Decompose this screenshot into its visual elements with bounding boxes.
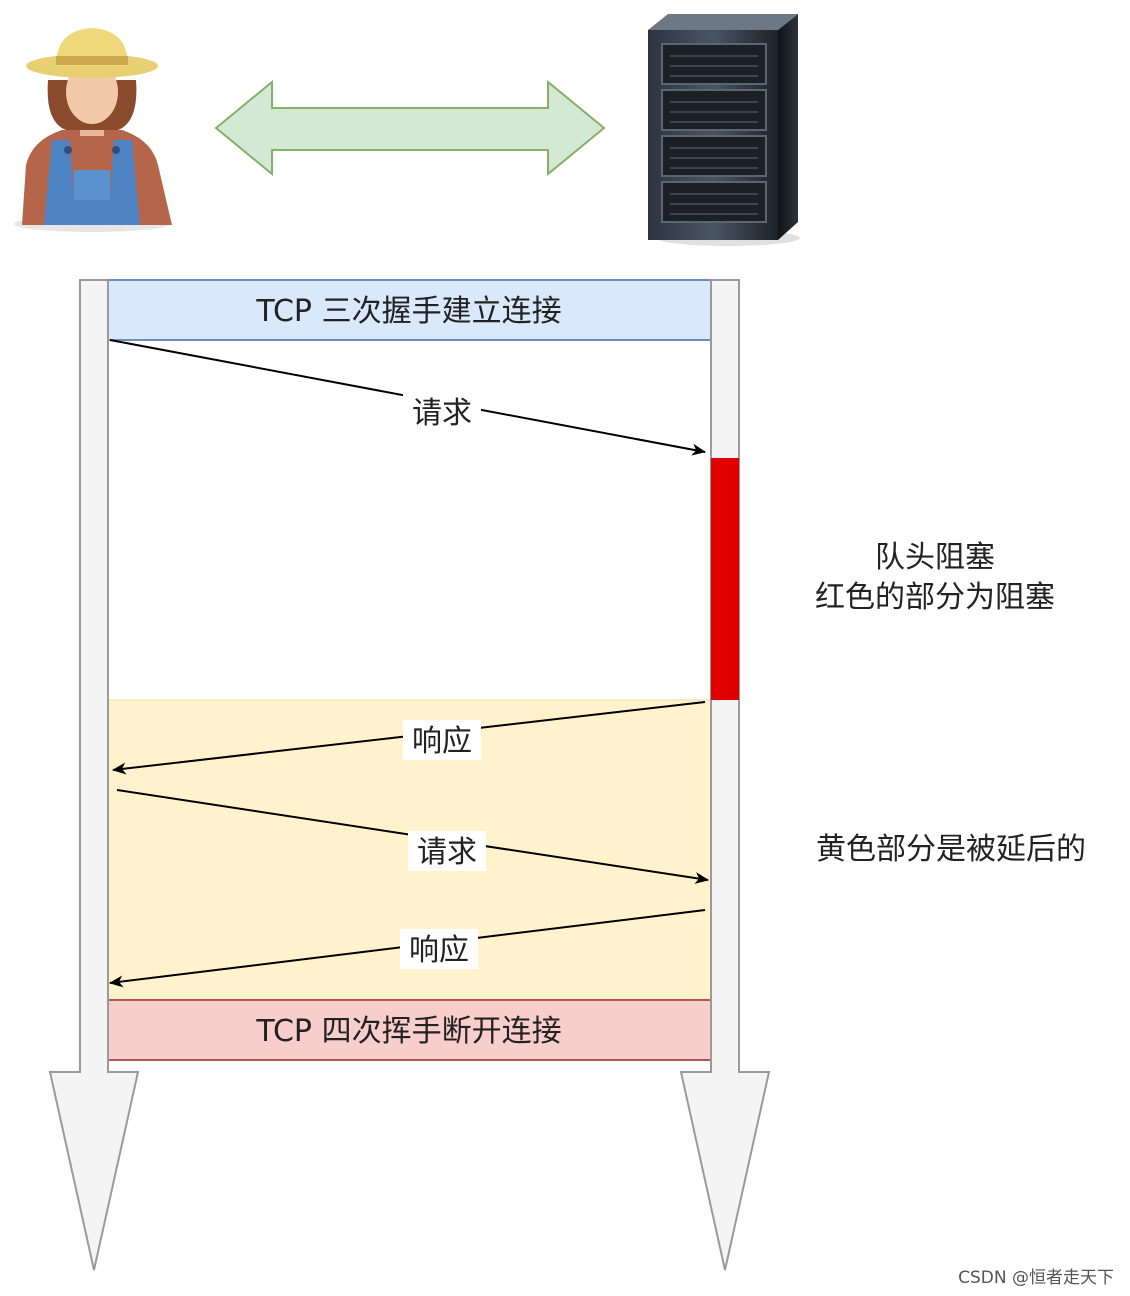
request-arrow-1: 请求 <box>109 339 706 456</box>
blocking-note: 队头阻塞 红色的部分为阻塞 <box>790 538 1080 618</box>
response-label-2: 响应 <box>409 933 469 968</box>
response-arrow-1: 响应 <box>112 701 706 775</box>
response-arrow-2: 响应 <box>109 909 706 988</box>
tcp-teardown-label: TCP 四次挥手断开连接 <box>255 1014 561 1049</box>
connection-double-arrow <box>214 79 606 177</box>
client-lifeline <box>48 279 140 1271</box>
blocking-bar <box>711 458 739 700</box>
blocking-note-line2: 红色的部分为阻塞 <box>815 580 1055 615</box>
tcp-handshake-label: TCP 三次握手建立连接 <box>255 294 561 329</box>
request-label-2: 请求 <box>417 835 477 870</box>
response-label-1: 响应 <box>412 724 472 759</box>
request-arrow-2: 请求 <box>116 789 709 884</box>
farmer-user-icon <box>14 28 172 232</box>
request-label-1: 请求 <box>412 396 472 431</box>
blocking-note-line1: 队头阻塞 <box>875 540 995 575</box>
tcp-handshake-band: TCP 三次握手建立连接 <box>107 279 712 341</box>
watermark: CSDN @恒者走天下 <box>958 1268 1114 1288</box>
server-rack-icon <box>648 14 800 246</box>
tcp-teardown-band: TCP 四次挥手断开连接 <box>107 999 712 1061</box>
server-lifeline <box>679 279 771 1271</box>
delayed-note: 黄色部分是被延后的 <box>816 832 1086 867</box>
